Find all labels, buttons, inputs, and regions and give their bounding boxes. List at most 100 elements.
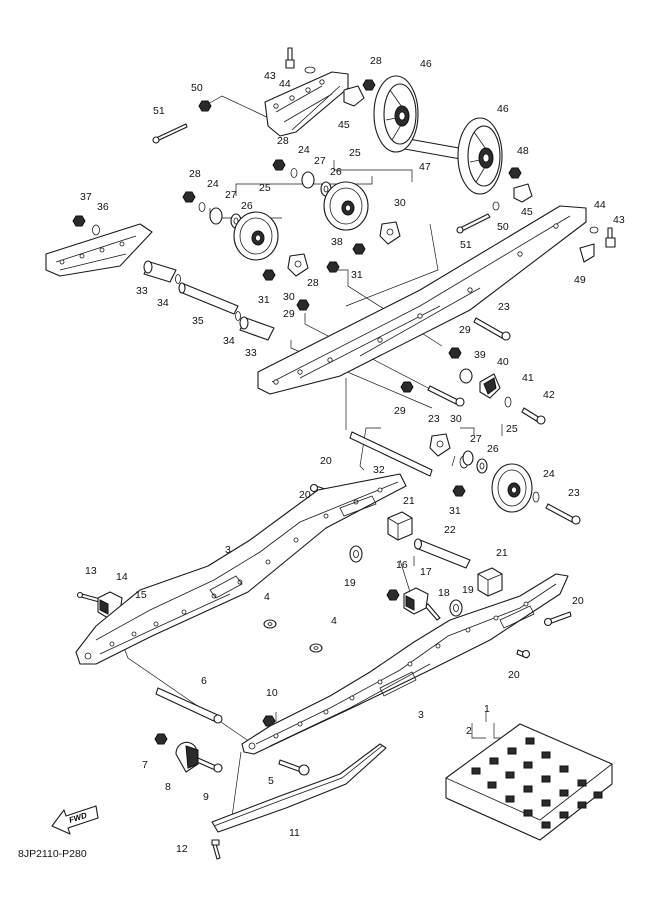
bolt-43-lower <box>605 227 616 248</box>
callout-37: 37 <box>80 191 92 203</box>
callout-20-d: 20 <box>508 669 520 681</box>
callout-3-left: 3 <box>225 544 231 556</box>
callout-13: 13 <box>85 565 97 577</box>
callout-50-b: 50 <box>497 221 509 233</box>
bracket-30-c <box>429 433 451 457</box>
callout-5: 5 <box>268 775 274 787</box>
plate-45-lower <box>513 183 533 203</box>
long-shaft-32 <box>349 431 433 477</box>
callout-11: 11 <box>289 827 300 839</box>
callout-44-b: 44 <box>594 199 606 211</box>
callout-41: 41 <box>522 372 534 384</box>
callout-4-right: 4 <box>331 615 337 627</box>
block-21-right <box>477 567 503 597</box>
callout-26-b: 26 <box>330 166 342 178</box>
bolt-23-c <box>545 503 581 525</box>
callout-36: 36 <box>97 201 109 213</box>
callout-28-a: 28 <box>370 55 382 67</box>
bolt-43-upper <box>285 47 295 69</box>
callout-31-c: 31 <box>449 505 461 517</box>
bolt-5 <box>278 759 310 776</box>
callout-7: 7 <box>142 759 148 771</box>
callout-24-b: 24 <box>298 144 310 156</box>
callout-23-a: 23 <box>498 301 510 313</box>
collar-39 <box>459 368 473 384</box>
callout-42: 42 <box>543 389 555 401</box>
callout-51-b: 51 <box>460 239 472 251</box>
callout-34-b: 34 <box>223 335 235 347</box>
callout-38: 38 <box>331 236 343 248</box>
bracket-30-a <box>287 253 309 277</box>
callout-15: 15 <box>135 589 147 601</box>
callout-24-c: 24 <box>543 468 555 480</box>
callout-47: 47 <box>419 161 431 173</box>
callout-51-a: 51 <box>153 105 165 117</box>
callout-26-a: 26 <box>241 200 253 212</box>
callout-8: 8 <box>165 781 171 793</box>
callout-12: 12 <box>176 843 188 855</box>
callout-43-a: 43 <box>264 70 276 82</box>
callout-50-a: 50 <box>191 82 203 94</box>
callout-46-a: 46 <box>420 58 432 70</box>
callout-43-b: 43 <box>613 214 625 226</box>
bushing-19-a <box>349 545 363 563</box>
bracket-30-b <box>379 221 401 245</box>
plate-45-upper <box>343 85 365 107</box>
callout-27-b: 27 <box>314 155 326 167</box>
callout-32: 32 <box>373 464 385 476</box>
leader-lines <box>121 95 508 825</box>
callout-21-a: 21 <box>403 495 415 507</box>
idler-wheel-25-lower <box>491 463 533 513</box>
slider-14 <box>97 591 123 619</box>
callout-30-b: 30 <box>283 291 295 303</box>
callout-21-b: 21 <box>496 547 508 559</box>
callout-39: 39 <box>474 349 486 361</box>
callout-45-b: 45 <box>521 206 533 218</box>
callout-29-b: 29 <box>459 324 471 336</box>
callout-49: 49 <box>574 274 586 286</box>
diagram-code: 8JP2110-P280 <box>18 848 87 860</box>
callout-20-a: 20 <box>320 455 332 467</box>
idler-wheel-25-left <box>233 211 279 261</box>
callout-30-c: 30 <box>450 413 462 425</box>
spacer-33-left <box>143 260 177 283</box>
callout-16: 16 <box>396 559 408 571</box>
callout-26-c: 26 <box>487 443 499 455</box>
callout-35: 35 <box>192 315 204 327</box>
fwd-arrow-icon: FWD <box>51 805 99 835</box>
callout-1: 1 <box>484 703 490 715</box>
callout-25-b: 25 <box>349 147 361 159</box>
slide-rail-3-right <box>241 573 569 755</box>
callout-10: 10 <box>266 687 278 699</box>
callout-46-b: 46 <box>497 103 509 115</box>
callout-29-c: 29 <box>394 405 406 417</box>
callout-19-a: 19 <box>344 577 356 589</box>
bolt-51-lower <box>456 213 491 234</box>
callout-31-a: 31 <box>351 269 363 281</box>
callout-14: 14 <box>116 571 128 583</box>
callout-34-a: 34 <box>157 297 169 309</box>
callout-20-b: 20 <box>299 489 311 501</box>
slide-rail-3-left <box>75 473 407 665</box>
block-21-left <box>387 511 413 541</box>
track-belt <box>445 723 613 841</box>
callout-20-c: 20 <box>572 595 584 607</box>
callout-22: 22 <box>444 524 456 536</box>
callout-28-b: 28 <box>277 135 289 147</box>
callout-2: 2 <box>466 725 472 737</box>
front-left-arm-frame <box>45 223 153 277</box>
callout-33-b: 33 <box>245 347 257 359</box>
callout-17: 17 <box>420 566 432 578</box>
callout-23-c: 23 <box>568 487 580 499</box>
callout-33-a: 33 <box>136 285 148 297</box>
upper-left-arm-frame <box>264 71 349 137</box>
bolt-42 <box>521 407 546 425</box>
callout-25-c: 25 <box>506 423 518 435</box>
callout-30-a: 30 <box>394 197 406 209</box>
slider-runner-11 <box>211 743 387 833</box>
bolt-51-upper <box>152 123 188 144</box>
bushing-19-b <box>449 599 463 617</box>
callout-45-a: 45 <box>338 119 350 131</box>
callout-31-b: 31 <box>258 294 270 306</box>
